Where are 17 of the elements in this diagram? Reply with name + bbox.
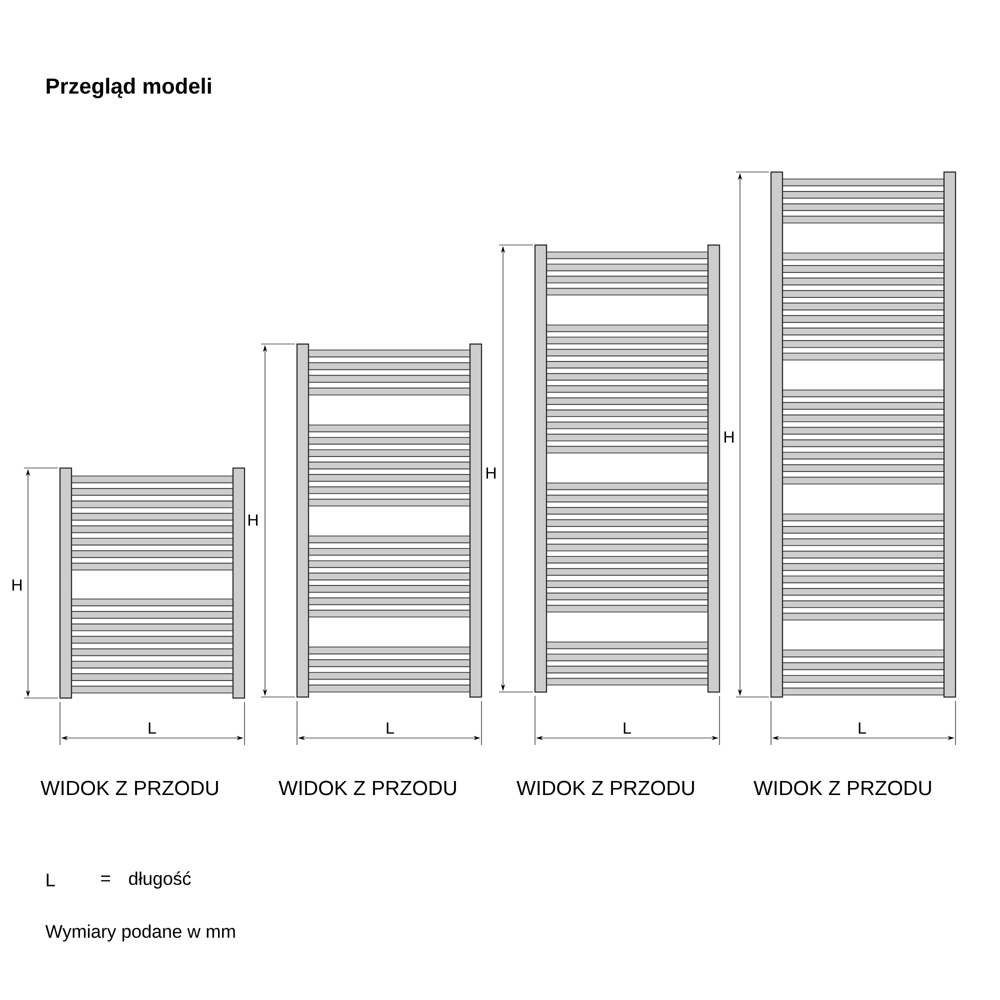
dimension-label: L (386, 722, 394, 734)
title: Przegląd modeli (46, 78, 211, 98)
dimension-label: L (148, 722, 156, 734)
legend-symbol: L (46, 874, 55, 886)
dimension-label: H (12, 579, 22, 591)
legend-text: długość (129, 871, 191, 889)
dimension-label: H (486, 467, 496, 479)
view-caption: WIDOK Z PRZODU (278, 780, 456, 796)
legend-symbol: = (101, 876, 110, 882)
note-text: Wymiary podane w mm (45, 924, 235, 942)
dimension-label: H (248, 514, 258, 526)
view-caption: WIDOK Z PRZODU (754, 780, 931, 796)
dimension-label: H (724, 431, 734, 443)
view-caption: WIDOK Z PRZODU (40, 780, 218, 796)
dimension-label: L (858, 722, 866, 734)
view-caption: WIDOK Z PRZODU (516, 780, 694, 796)
dimension-label: L (624, 722, 631, 734)
